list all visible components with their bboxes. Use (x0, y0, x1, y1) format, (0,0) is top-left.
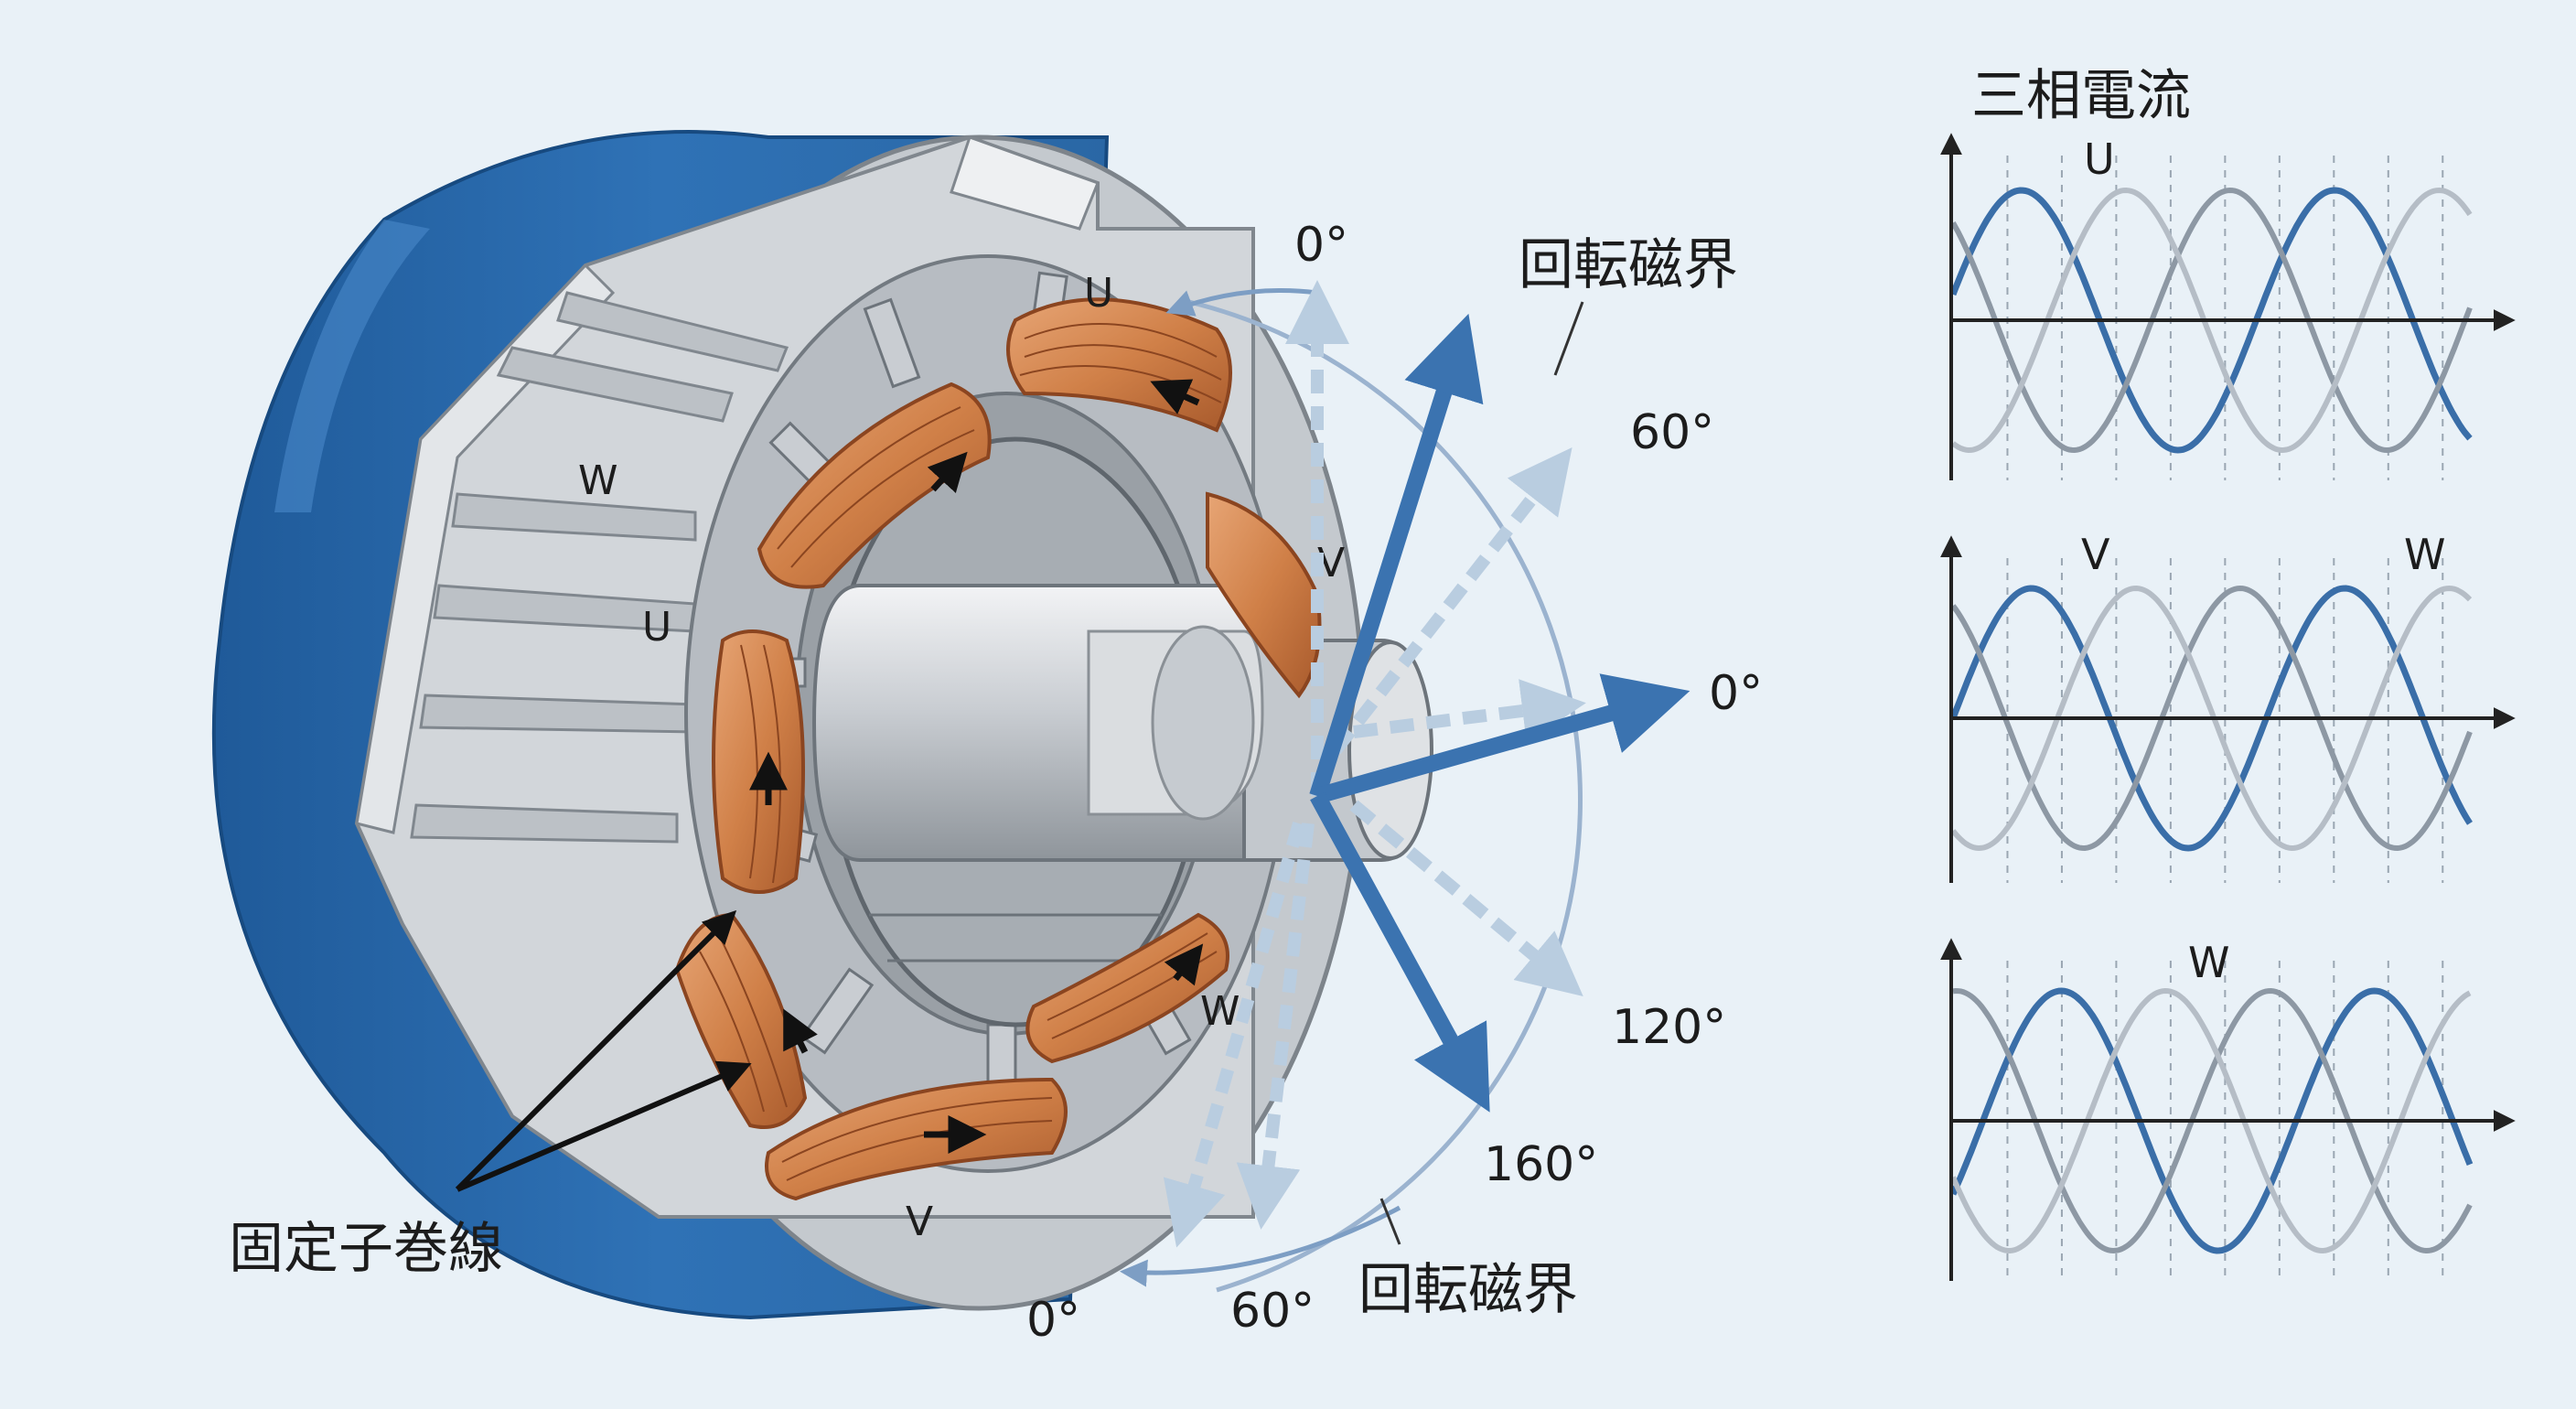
wave-curve-2 (1950, 187, 2473, 454)
wave-curve-1 (1949, 987, 2474, 1254)
wave-curve-3 (1950, 585, 2473, 852)
wave-label-w-panel2: W (2404, 530, 2445, 579)
winding-current-arrows (749, 379, 1204, 1154)
rotating-field-leader (1553, 301, 1584, 376)
rotation-arc-bottom (1120, 1205, 1401, 1287)
winding-v-right (1206, 491, 1322, 699)
field-vector-right (1315, 673, 1690, 804)
rotating-field-leader-bottom (1379, 1198, 1401, 1245)
shaft-key-face (1151, 625, 1255, 821)
field-vectors (1309, 313, 1690, 1113)
wave-curve-2 (1952, 987, 2473, 1254)
angle-label-160: 160° (1484, 1137, 1598, 1192)
stator-winding-label: 固定子巻線 (229, 1217, 503, 1281)
winding-v-bottom (765, 1077, 1068, 1201)
slot-label-u-left: U (642, 604, 671, 651)
field-vector-down (1310, 791, 1490, 1113)
stator-frame: U W U V W V (354, 134, 1433, 1311)
faded-field-vectors (1163, 280, 1586, 1248)
housing-blue-edge (274, 220, 430, 512)
rotor-shaft (811, 584, 1433, 862)
wave-curve-3 (1950, 987, 2472, 1254)
wave-curve-2 (1950, 585, 2473, 852)
slot-label-v-bottom: V (906, 1199, 933, 1245)
cooling-fins (410, 291, 789, 844)
wave-curve-3 (1951, 187, 2473, 454)
winding-w-upper-left (757, 382, 992, 589)
wave-label-u: U (2084, 134, 2115, 184)
cutaway-left-face (355, 263, 616, 834)
rotating-field: 回転磁界 回転磁界 0° 60° 0° 120° 160° 0° 60° (1026, 218, 1763, 1348)
cutaway-top-face (950, 135, 1100, 231)
rotating-field-label-top: 回転磁界 (1519, 233, 1738, 297)
angle-label-120: 120° (1612, 1000, 1726, 1055)
wave-panels (1940, 133, 2516, 1281)
wave-curve-1 (1949, 585, 2473, 852)
slot-label-w-right: W (1200, 988, 1240, 1035)
shaft-tip (1347, 640, 1433, 860)
wave-curve-1 (1949, 187, 2473, 454)
angle-label-0-top: 0° (1294, 218, 1348, 273)
rotation-arc-outer (1188, 299, 1583, 1293)
rotating-field-label-bottom: 回転磁界 (1358, 1258, 1578, 1322)
wave-panel-1 (1940, 133, 2516, 480)
angle-label-60-right: 60° (1630, 405, 1714, 460)
slot-label-w-left: W (578, 457, 618, 504)
waves-title: 三相電流 (1971, 64, 2191, 128)
angle-label-0-bottom: 0° (1026, 1293, 1080, 1348)
wave-label-w-panel3: W (2188, 938, 2229, 987)
stator-winding-callout: 固定子巻線 (229, 909, 752, 1281)
wave-panel-2 (1940, 535, 2516, 883)
wave-label-v: V (2081, 530, 2110, 579)
winding-u-left (712, 629, 805, 894)
stator-windings (674, 297, 1322, 1201)
slot-label-u-top: U (1084, 270, 1113, 317)
field-vector-up (1309, 313, 1484, 799)
angle-label-0-right: 0° (1709, 666, 1763, 721)
angle-label-60-bottom: 60° (1230, 1284, 1315, 1339)
wave-panel-3 (1940, 938, 2516, 1281)
three-phase-waves: 三相電流 U V W W (1940, 64, 2516, 1281)
